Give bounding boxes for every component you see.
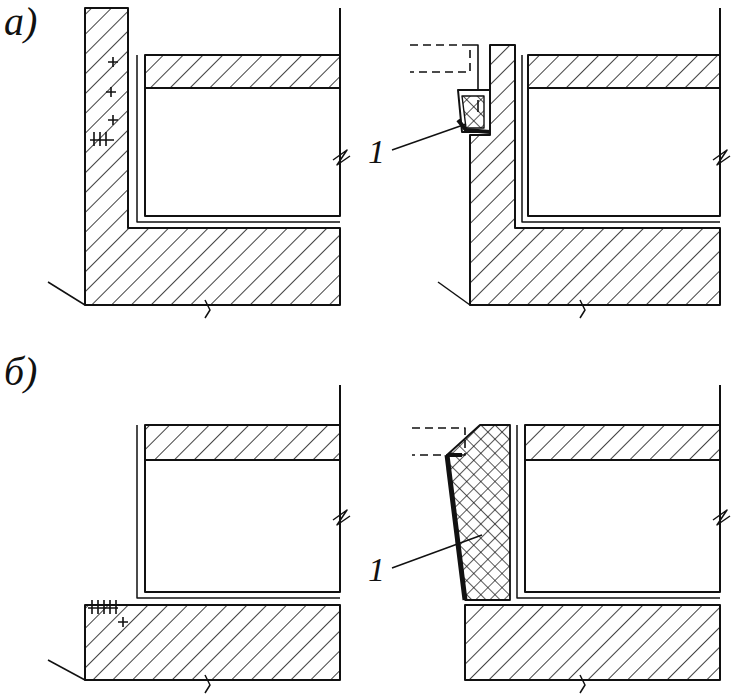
callout-number: 1: [368, 551, 385, 588]
panel-label-holder: б): [4, 352, 37, 392]
callout-number: 1: [368, 133, 385, 170]
callout-number-holder: 1: [368, 553, 385, 587]
panel-label: б): [4, 349, 37, 394]
panel-label-holder: а): [4, 2, 37, 42]
panel-label: а): [4, 0, 37, 44]
callout-number-holder: 1: [368, 135, 385, 169]
